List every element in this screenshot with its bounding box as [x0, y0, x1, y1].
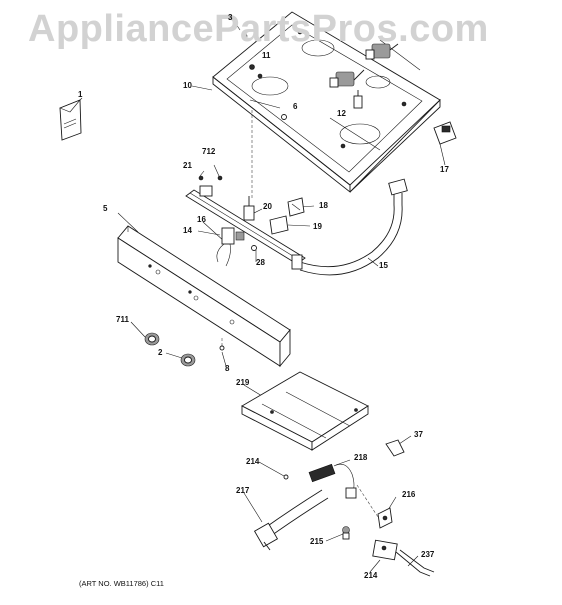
panel-screw-part: [219, 345, 225, 351]
callout-16: 17: [440, 165, 449, 174]
igniter-parts: [242, 33, 399, 88]
callout-3: 3: [228, 13, 233, 22]
callout-214: 214: [364, 571, 378, 580]
ignition-switch-part: [433, 121, 457, 145]
screw-28-part: [283, 474, 289, 480]
callout-217: 217: [236, 486, 250, 495]
oven-ignitor-part: [308, 463, 357, 499]
safety-valve-part: [372, 539, 435, 577]
art-number: (ART NO. WB11786) C11: [79, 579, 164, 588]
control-panel-part: [117, 225, 291, 368]
callout-20: 20: [263, 202, 272, 211]
callout-1: 1: [78, 90, 83, 99]
callout-37: 37: [414, 430, 423, 439]
manifold-pipe-part: [185, 185, 306, 270]
oven-burner-part: [253, 489, 329, 551]
callout-5: 5: [103, 204, 108, 213]
screw-and-bracket-parts: [281, 90, 363, 120]
callout-219: 219: [236, 378, 250, 387]
callout-215: 216: [402, 490, 416, 499]
callout-11: 12: [337, 109, 346, 118]
callout-15: 16: [197, 215, 206, 224]
callout-8: 8: [225, 364, 230, 373]
burner-pan-part: [212, 11, 441, 193]
manifold-tube-part: [299, 178, 408, 276]
callout-2: 2: [158, 348, 163, 357]
burner-baffle-part: [241, 371, 369, 451]
watermark: AppliancePartsPros.com: [28, 8, 489, 50]
clip-part: [385, 439, 405, 457]
orifice-bracket-parts: [342, 507, 393, 540]
callout-19: 28: [256, 258, 265, 267]
bushing-parts: [144, 332, 196, 367]
callout-28: 214: [246, 457, 260, 466]
callout-9: 10: [183, 81, 192, 90]
callout-237: 237: [421, 550, 435, 559]
valve-part: [216, 227, 245, 267]
screw-parts: [198, 175, 223, 181]
callout-216: 215: [310, 537, 324, 546]
callout-17: 18: [319, 201, 328, 210]
callout-6: 6: [293, 102, 298, 111]
callout-18: 19: [313, 222, 322, 231]
literature-bag-part: [59, 99, 82, 141]
valve-screw-part: [251, 245, 257, 251]
callout-14: 15: [379, 261, 388, 270]
callout-218: 218: [354, 453, 368, 462]
callout-12: 14: [183, 226, 192, 235]
callout-21: 21: [183, 161, 192, 170]
callout-10: 11: [262, 51, 271, 60]
callout-711: 711: [116, 315, 129, 324]
valve-clip-parts: [243, 196, 305, 235]
callout-712: 712: [202, 147, 216, 156]
